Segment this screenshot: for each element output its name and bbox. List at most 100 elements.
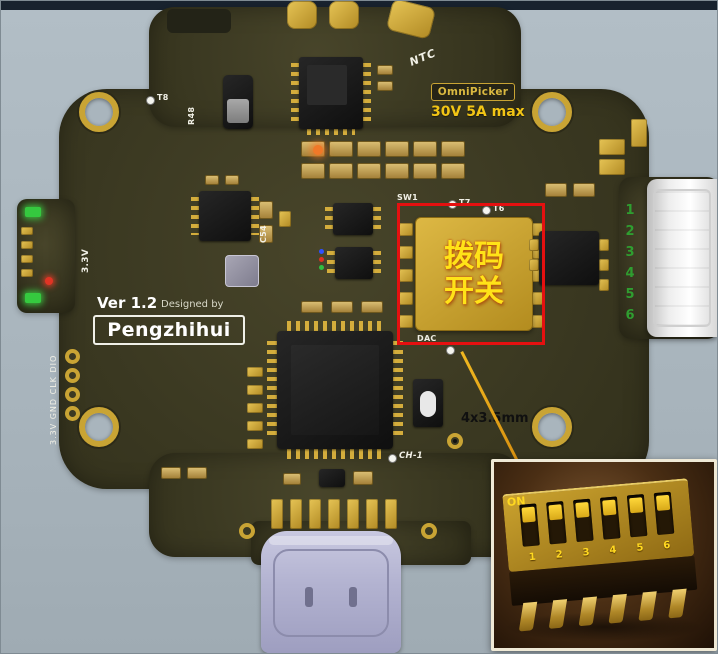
capacitor: [361, 301, 383, 313]
solder-pad: [599, 239, 609, 251]
inset-switch-slot: [519, 503, 540, 547]
ic-pins: [327, 251, 335, 275]
ref-r48-label: R48: [187, 106, 196, 125]
capacitor: [357, 163, 381, 179]
dip-pad: [399, 223, 413, 236]
mounting-hole-top-left: [79, 92, 119, 132]
brand-badge: OmniPicker: [431, 83, 515, 101]
green-led: [319, 265, 324, 270]
swd-pad: [65, 406, 80, 421]
power-rating-label: 30V 5A max: [431, 104, 525, 120]
capacitor: [545, 183, 567, 197]
capacitor: [259, 201, 273, 219]
swd-pinout-label: 3.3V GND CLK DIO: [49, 354, 58, 445]
mcu-pins-right: [393, 341, 403, 439]
dip-pad: [399, 292, 413, 305]
usb-c-slot: [349, 587, 357, 607]
inset-switch-leg: [668, 588, 687, 619]
top-dark-pad: [167, 9, 231, 33]
ic-pins: [363, 63, 371, 123]
solder-pad: [599, 159, 625, 175]
orange-led: [313, 145, 323, 155]
capacitor: [413, 141, 437, 157]
ref-t7-label: T7: [459, 198, 471, 207]
dip-pad: [532, 223, 543, 236]
inset-switch-leg: [518, 601, 538, 632]
solder-pad: [631, 119, 647, 147]
solder-pad: [247, 385, 263, 395]
anchor-pad: [239, 523, 255, 539]
dip-switch-label-line1: 拨码: [444, 239, 504, 274]
capacitor: [573, 183, 595, 197]
inset-switch-slot: [573, 498, 594, 543]
designer-name-box: Pengzhihui: [93, 315, 245, 345]
inset-switch-leg: [578, 596, 598, 627]
ref-ch1-label: CH-1: [399, 451, 423, 461]
image-bottom-bar: [1, 1, 717, 10]
usb-pad: [366, 499, 378, 529]
ic-pins: [325, 207, 333, 231]
test-point: [147, 97, 154, 104]
inset-switch-leg: [638, 591, 657, 621]
ic-pins: [191, 197, 199, 235]
capacitor: [329, 141, 353, 157]
connector-pin-number-6: 6: [625, 308, 635, 323]
inset-switch-top-face: ON KE 1 2 3 4 5 6: [502, 478, 695, 573]
solder-pad: [247, 403, 263, 413]
inset-switch-leg: [548, 599, 568, 629]
connector-pin-number-3: 3: [625, 245, 635, 260]
capacitor: [187, 467, 207, 479]
ref-t6-label: T6: [493, 204, 505, 213]
inset-switch-slot: [599, 496, 621, 540]
hole-center: [453, 439, 457, 443]
dip-pad: [532, 292, 543, 305]
inset-number-6: 6: [662, 539, 671, 552]
mounting-hole-top-right: [532, 92, 572, 132]
small-ic-chip: [333, 203, 373, 235]
inset-number-2: 2: [555, 549, 564, 561]
ic-pins: [251, 197, 259, 235]
rail-3v3-label: 3.3V: [81, 248, 91, 273]
ic-pins: [291, 63, 299, 123]
inset-switch-actuator: [521, 506, 536, 523]
test-point: [389, 455, 396, 462]
small-ic-chip: [335, 247, 373, 279]
dip-pad: [399, 315, 413, 328]
connector-pin-number-5: 5: [625, 287, 635, 302]
solder-pad: [247, 439, 263, 449]
mcu-die: [291, 345, 379, 435]
jst-connector: [647, 179, 717, 337]
capacitor: [259, 225, 273, 243]
red-annotation-box: [397, 203, 545, 345]
dip-pad: [532, 315, 543, 328]
inset-switch-slot: [546, 501, 567, 545]
mcu-pins-top: [287, 321, 383, 331]
inset-switch-actuator: [629, 497, 644, 514]
solder-pad: [599, 259, 609, 271]
capacitor: [377, 65, 393, 75]
dip-pad: [532, 246, 543, 259]
solder-pad: [329, 1, 359, 29]
usb-c-highlight: [269, 536, 393, 545]
ic-pins: [373, 251, 381, 275]
dip-pad: [399, 269, 413, 282]
status-green-led: [25, 207, 41, 217]
test-point: [447, 347, 454, 354]
mounting-hole-bottom-left: [79, 407, 119, 447]
right-ic-chip: [539, 231, 599, 285]
capacitor: [161, 467, 181, 479]
blue-led: [319, 249, 324, 254]
ref-sw1-label: SW1: [397, 193, 419, 202]
capacitor: [353, 471, 373, 485]
dip-switch-component: 拨码 开关: [415, 217, 533, 331]
inset-switch-actuator: [602, 499, 617, 516]
solder-pad: [247, 367, 263, 377]
crystal-window: [420, 391, 436, 417]
usb-pad: [271, 499, 283, 529]
dip-switch-label-line2: 开关: [444, 274, 504, 309]
anchor-pad: [421, 523, 437, 539]
capacitor: [413, 163, 437, 179]
small-ic-chip: [319, 469, 345, 487]
mounting-hole-bottom-right: [532, 407, 572, 447]
